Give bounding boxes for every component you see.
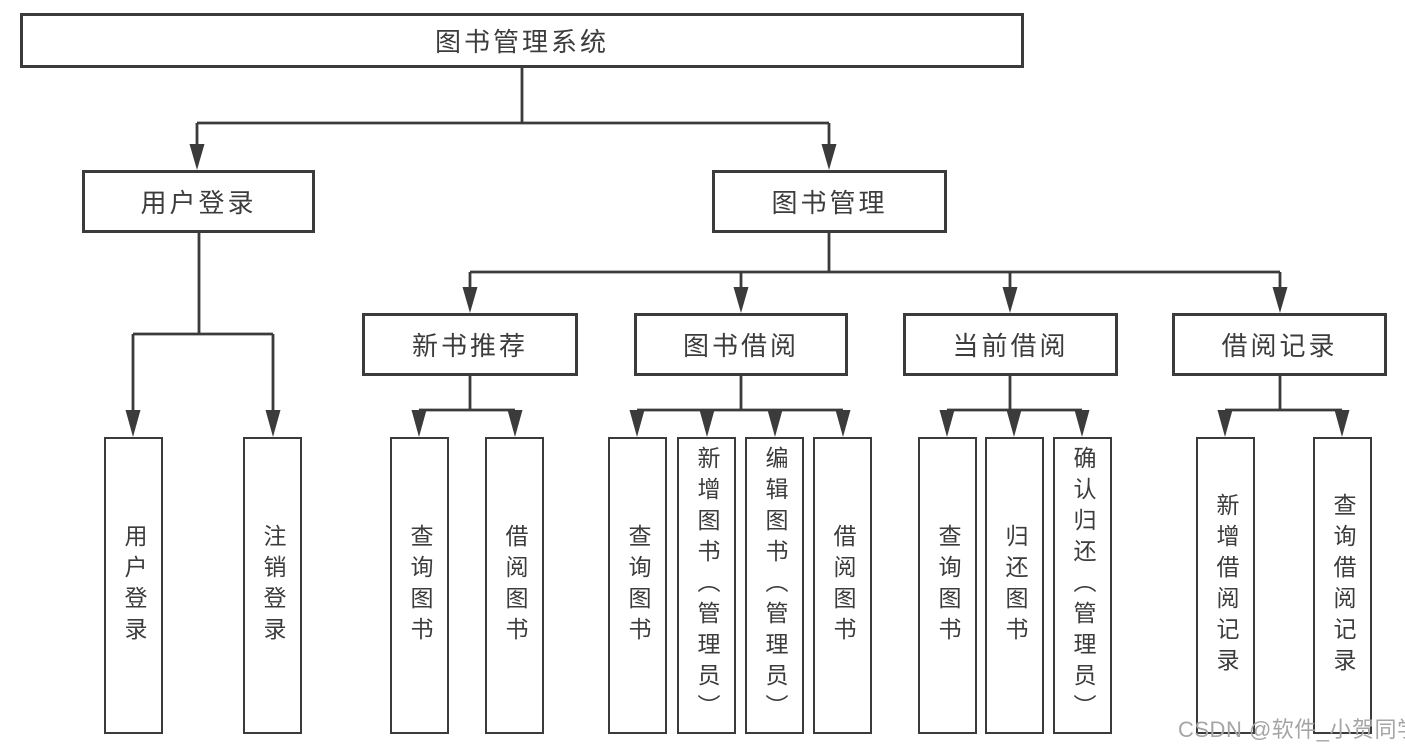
node-query-books-current: 查询图书 (918, 437, 977, 734)
node-label: 用户登录 (140, 188, 257, 218)
node-edit-books-admin: 编辑图书（管理员） (745, 437, 804, 734)
node-label: 查询图书 (407, 523, 433, 648)
node-label: 借阅图书 (502, 523, 528, 648)
node-label: 确认归还（管理员） (1070, 446, 1096, 725)
node-borrow-books-borrowing: 借阅图书 (813, 437, 872, 734)
node-query-books-borrowing: 查询图书 (608, 437, 667, 734)
csdn-watermark: CSDN @软件_小贺同学 (1178, 717, 1405, 742)
node-label: 图书管理 (771, 188, 888, 218)
node-label: 用户登录 (121, 523, 147, 648)
node-borrowing-records: 借阅记录 (1172, 313, 1387, 376)
node-label: 查询借阅记录 (1330, 492, 1356, 679)
node-borrow-books-recommend: 借阅图书 (485, 437, 544, 734)
node-user-login: 用户登录 (82, 170, 315, 233)
node-return-books: 归还图书 (985, 437, 1044, 734)
node-add-borrow-record: 新增借阅记录 (1196, 437, 1255, 734)
node-label: 查询图书 (625, 523, 651, 648)
node-query-books-recommend: 查询图书 (390, 437, 449, 734)
node-label: 借阅记录 (1221, 331, 1338, 361)
node-label: 新增图书（管理员） (694, 446, 720, 725)
node-user-login-action: 用户登录 (104, 437, 163, 734)
node-label: 当前借阅 (952, 331, 1069, 361)
node-label: 图书借阅 (682, 331, 799, 361)
node-book-management: 图书管理 (712, 170, 947, 233)
node-label: 图书管理系统 (434, 27, 609, 57)
node-current-borrowing: 当前借阅 (903, 313, 1118, 376)
node-label: 新书推荐 (411, 331, 528, 361)
node-label: 归还图书 (1002, 523, 1028, 648)
node-logout-action: 注销登录 (243, 437, 302, 734)
node-query-borrow-record: 查询借阅记录 (1313, 437, 1372, 734)
node-book-borrowing: 图书借阅 (634, 313, 848, 376)
node-label: 注销登录 (260, 523, 286, 648)
node-label: 新增借阅记录 (1213, 492, 1239, 679)
node-label: 查询图书 (935, 523, 961, 648)
node-new-book-recommend: 新书推荐 (362, 313, 578, 376)
node-library-system: 图书管理系统 (20, 13, 1024, 68)
node-confirm-return-admin: 确认归还（管理员） (1053, 437, 1112, 734)
node-label: 借阅图书 (830, 523, 856, 648)
node-add-books-admin: 新增图书（管理员） (677, 437, 736, 734)
node-label: 编辑图书（管理员） (762, 446, 788, 725)
